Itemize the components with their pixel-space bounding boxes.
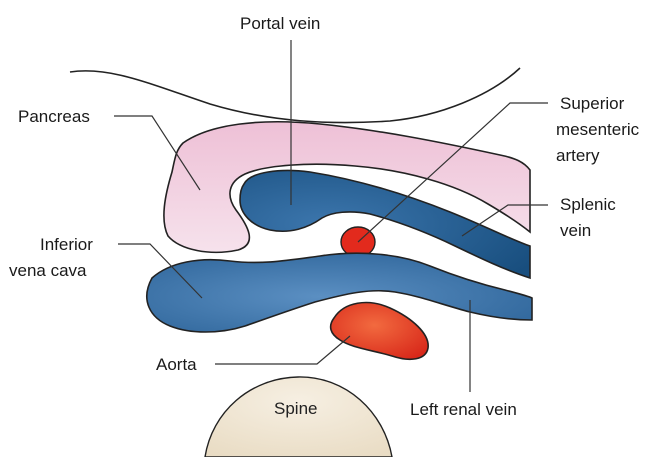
aorta-leader <box>215 336 350 364</box>
sma-label-line2: mesenteric <box>556 120 640 139</box>
ivc-label-line1: Inferior <box>40 235 93 254</box>
ivc-label-line2: vena cava <box>9 261 87 280</box>
abdominal-wall-outline <box>70 68 520 123</box>
left-renal-vein-label: Left renal vein <box>410 400 517 419</box>
splenic-vein-label-line1: Splenic <box>560 195 616 214</box>
splenic-vein-label-line2: vein <box>560 221 591 240</box>
pancreas-label: Pancreas <box>18 107 90 126</box>
spine-label: Spine <box>274 399 317 418</box>
sma-label-line1: Superior <box>560 94 625 113</box>
aorta-shape <box>331 303 429 360</box>
aorta-label: Aorta <box>156 355 197 374</box>
portal-vein-label: Portal vein <box>240 14 320 33</box>
sma-label-line3: artery <box>556 146 600 165</box>
